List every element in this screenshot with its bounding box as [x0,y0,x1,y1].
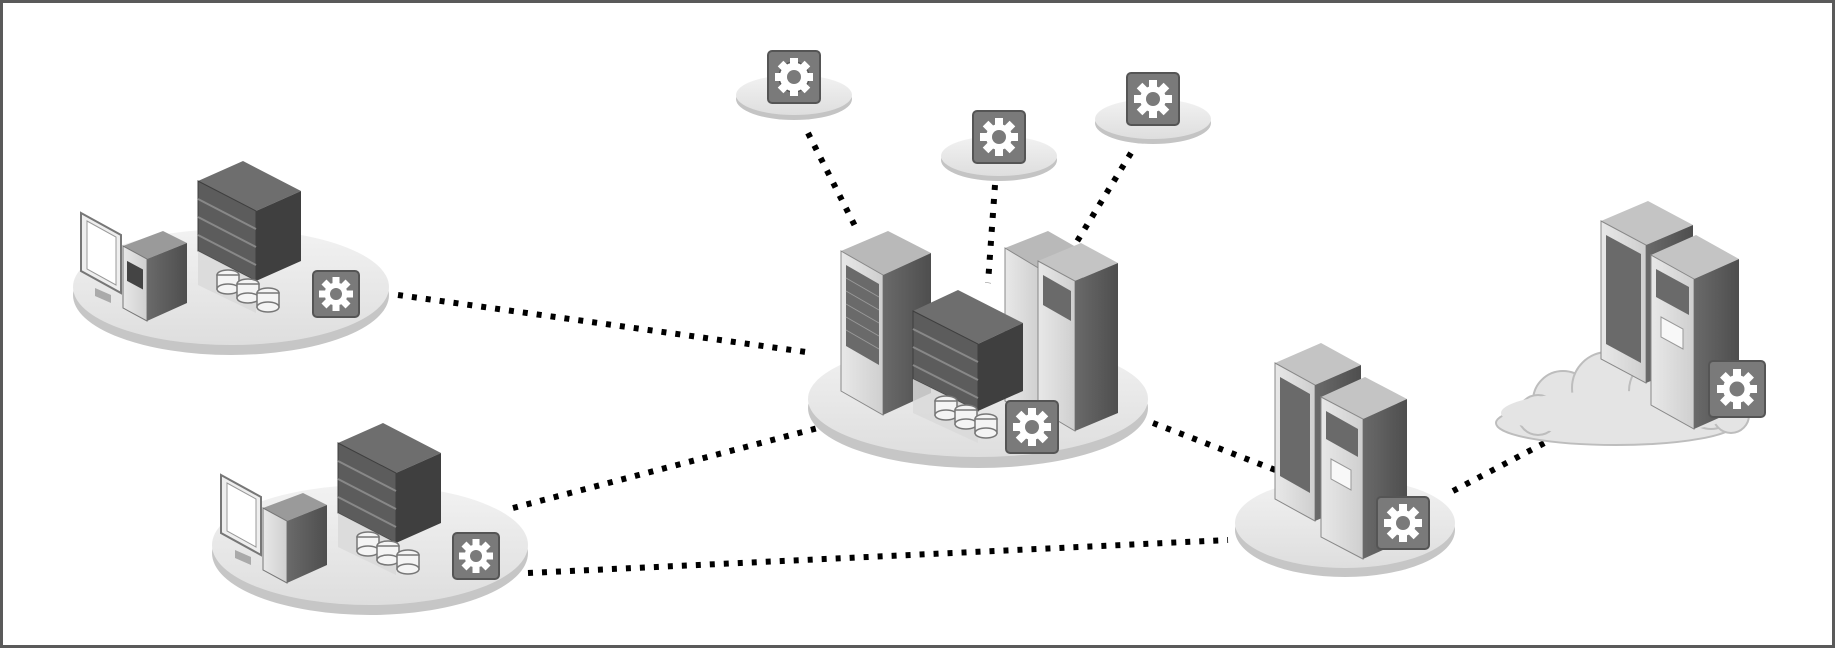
workstation-tower [122,231,187,322]
tower-server-pair [1600,201,1739,430]
gear-icon [972,110,1026,164]
link-central-service1 [805,131,859,230]
link-bottomleft-central [512,425,819,511]
rack-server [197,161,301,313]
service-top-3[interactable] [1095,72,1211,144]
gear-icon [1005,400,1059,454]
site-top-left[interactable] [73,161,389,355]
cloud-site[interactable] [1495,201,1766,446]
storage-disks [934,395,998,439]
link-central-right [1151,420,1280,474]
service-top-2[interactable] [941,110,1057,181]
link-topleft-central [397,292,814,356]
storage-disks [216,269,280,313]
site-bottom-left[interactable] [212,423,528,615]
service-top-1[interactable] [736,50,852,120]
site-right[interactable] [1235,343,1455,577]
link-central-service2 [985,184,998,284]
gear-icon [312,270,360,318]
gear-icon [452,532,500,580]
tower-server-pair [1004,231,1118,432]
workstation-tower [262,493,327,584]
storage-disks [356,531,420,575]
link-central-service3 [1070,151,1134,250]
link-bottomleft-right [527,537,1229,576]
gear-icon [1708,360,1766,418]
gear-icon [1376,496,1430,550]
workstation-monitor [220,473,262,565]
gear-icon [767,50,821,104]
workstation-monitor [80,211,122,303]
gear-icon [1126,72,1180,126]
central-datacenter[interactable] [808,231,1148,468]
network-diagram [73,50,1766,615]
